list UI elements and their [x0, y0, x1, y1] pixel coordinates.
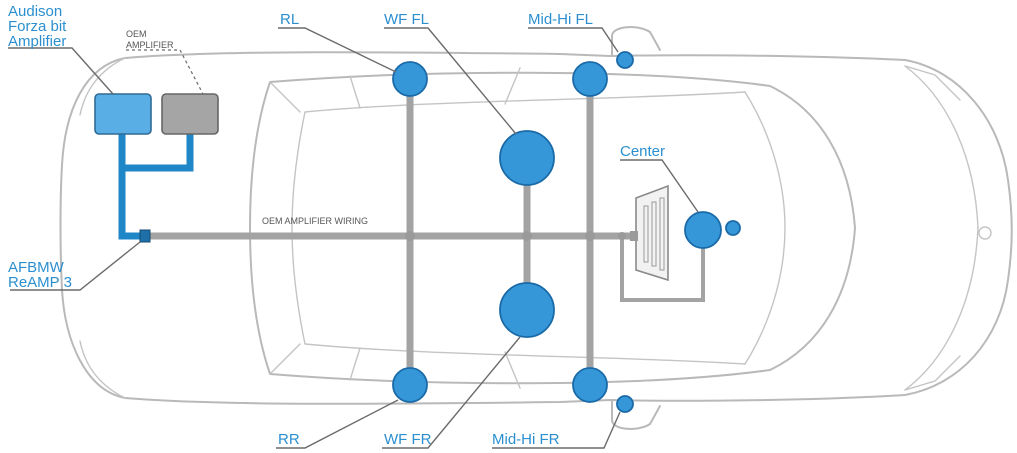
- audison-amplifier-box: [94, 93, 152, 135]
- label-wiring: OEM AMPLIFIER WIRING: [262, 216, 368, 226]
- label-rl: RL: [280, 11, 299, 28]
- door-line-top-1: [349, 75, 361, 109]
- rear-light-top: [79, 57, 126, 116]
- leader-rr: [276, 399, 399, 449]
- door-line-bottom-3: [269, 343, 301, 375]
- label-reamp-line1: AFBMW: [8, 259, 65, 276]
- label-rr: RR: [278, 431, 300, 448]
- speaker-center-tweeter: [725, 220, 741, 236]
- label-mid-hi-fl: Mid-Hi FL: [528, 11, 593, 28]
- label-amp-line2: Forza bit: [8, 18, 67, 35]
- speaker-mid-hi-fr: [572, 367, 608, 403]
- leader-oem: [126, 49, 204, 95]
- mirror-right: [611, 399, 661, 430]
- speaker-wf-fr: [499, 282, 555, 338]
- label-mid-hi-fr: Mid-Hi FR: [492, 431, 560, 448]
- hood-line-top: [904, 65, 979, 229]
- front-emblem: [978, 226, 992, 240]
- head-unit-connector: [630, 231, 638, 241]
- label-wf-fl: WF FL: [384, 11, 429, 28]
- windshield-line: [744, 91, 786, 365]
- amp-wire-main: [118, 132, 144, 240]
- oem-wiring: [148, 80, 705, 384]
- speakers: [392, 51, 741, 413]
- leader-wf-fl: [384, 27, 517, 135]
- speaker-center: [684, 211, 722, 249]
- door-line-bottom-1: [349, 347, 361, 381]
- label-oem-line2: AMPLIFIER: [126, 40, 174, 50]
- label-reamp-line2: ReAMP 3: [8, 274, 72, 291]
- head-unit-slot-2: [651, 201, 657, 267]
- cabin-outline: [249, 71, 856, 385]
- leader-wf-fr: [382, 336, 521, 449]
- label-oem-line1: OEM: [126, 29, 147, 39]
- car-outline: [59, 26, 1013, 430]
- speaker-rr: [392, 367, 428, 403]
- amplifier-wiring: [118, 132, 194, 243]
- rear-light-bottom: [79, 340, 126, 399]
- door-line-top-3: [269, 81, 301, 113]
- labels: Audison Forza bit Amplifier OEM AMPLIFIE…: [8, 3, 665, 448]
- speaker-wf-fl: [499, 130, 555, 186]
- leader-center: [620, 159, 699, 213]
- speaker-rl: [392, 61, 428, 97]
- roof-line-left: [304, 91, 746, 113]
- roof-line-right: [304, 343, 746, 365]
- label-amp-line3: Amplifier: [8, 33, 66, 50]
- label-center: Center: [620, 143, 665, 160]
- junction-woofer: [522, 231, 532, 241]
- headlight-bottom: [904, 355, 961, 391]
- label-amp-line1: Audison: [8, 3, 62, 20]
- rear-window-line: [291, 111, 306, 345]
- label-wf-fr: WF FR: [384, 431, 432, 448]
- leader-mid-hi-fr: [492, 411, 621, 449]
- speaker-tweeter-fl: [616, 51, 634, 69]
- center-wire: [620, 230, 705, 302]
- mirror-left: [611, 26, 661, 57]
- junction-front: [585, 231, 595, 241]
- junction-center: [618, 232, 626, 240]
- speaker-tweeter-fr: [616, 395, 634, 413]
- hood-line-bottom: [904, 227, 979, 391]
- leader-amp: [8, 47, 114, 95]
- amp-wire-oem-link: [122, 132, 194, 172]
- speaker-mid-hi-fl: [572, 61, 608, 97]
- amplifiers: [94, 93, 219, 135]
- oem-amplifier-box: [161, 93, 219, 135]
- junction-rear: [405, 231, 415, 241]
- door-line-top-2: [504, 67, 521, 105]
- leader-reamp: [10, 241, 141, 291]
- door-line-bottom-2: [504, 351, 521, 389]
- head-unit-slot-3: [659, 197, 665, 271]
- head-unit-slot-1: [643, 205, 649, 263]
- reamp-connector: [139, 229, 151, 243]
- leader-mid-hi-fl: [528, 27, 619, 53]
- leader-lines: [8, 27, 699, 449]
- headlight-top: [904, 65, 961, 101]
- leader-rl: [278, 27, 397, 73]
- dashboard-head-unit: [635, 184, 669, 282]
